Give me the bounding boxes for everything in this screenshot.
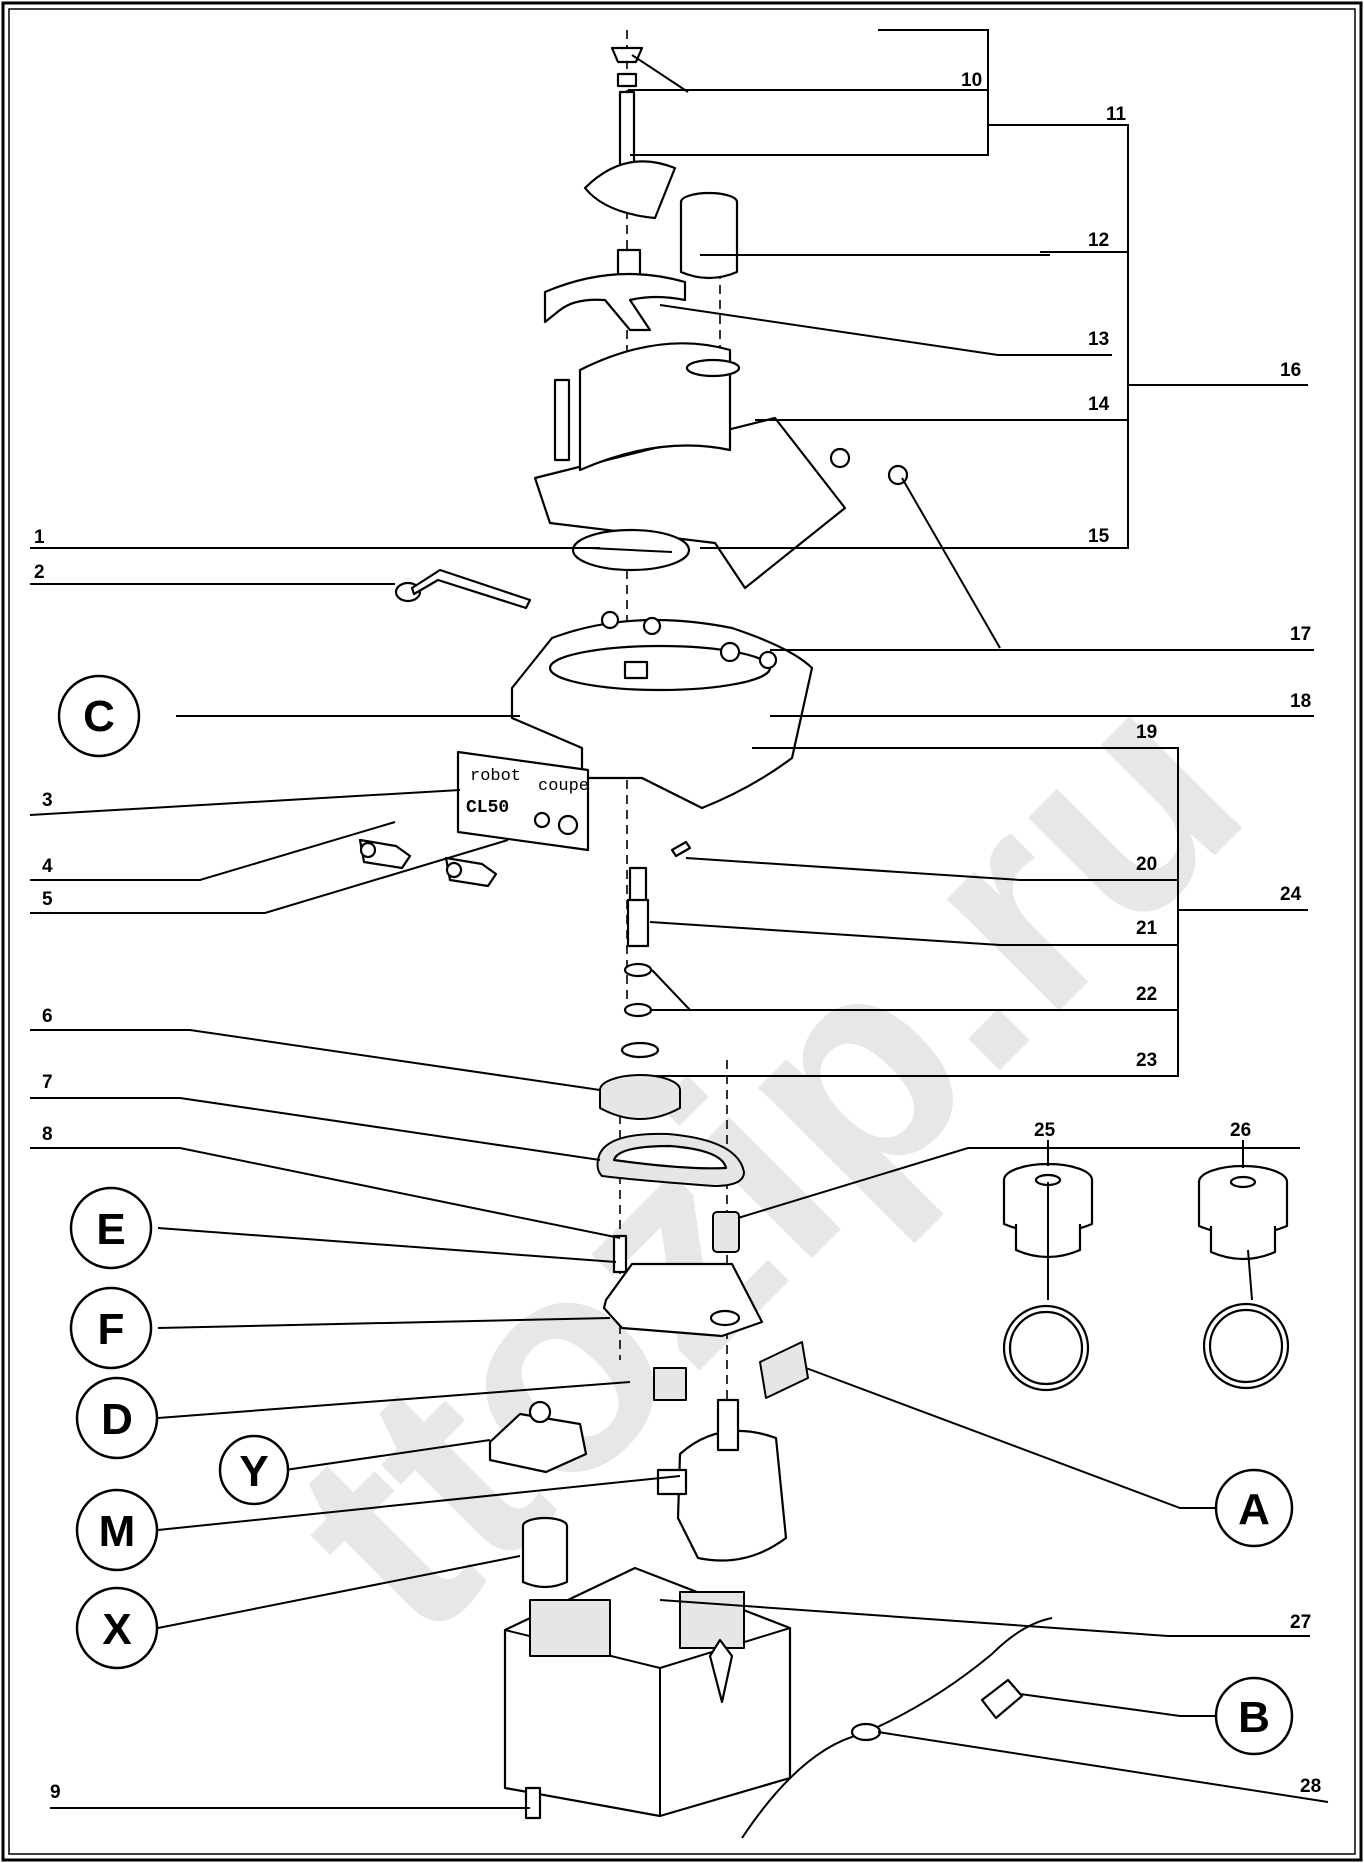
part-10-top-nut bbox=[610, 46, 644, 88]
part-20-21-drive-shaft bbox=[626, 840, 692, 948]
part-7-belt bbox=[596, 1132, 745, 1187]
leader-lines bbox=[29, 29, 1329, 1809]
part-25-pulley-detail bbox=[1002, 1162, 1094, 1392]
label-26: 26 bbox=[1230, 1120, 1251, 1141]
callout-C: C bbox=[57, 674, 141, 758]
part-2-locking-rod bbox=[394, 568, 532, 610]
callout-X-text: X bbox=[102, 1605, 131, 1654]
label-28: 28 bbox=[1300, 1776, 1321, 1797]
callout-X: X bbox=[75, 1586, 159, 1670]
circled-letter-labels: C E F D Y M X A bbox=[57, 674, 1294, 1756]
part-X-capacitor bbox=[521, 1516, 569, 1589]
part-26-pulley-detail bbox=[1197, 1164, 1290, 1390]
part-22-washer bbox=[623, 962, 653, 1018]
part-13-ejector bbox=[543, 248, 687, 332]
part-9-foot bbox=[524, 1786, 542, 1820]
label-15: 15 bbox=[1088, 526, 1110, 547]
part-Y-switch bbox=[488, 1400, 588, 1474]
callout-A: A bbox=[1214, 1468, 1294, 1548]
part-D-relay bbox=[653, 1367, 687, 1401]
label-11: 11 bbox=[1106, 104, 1127, 125]
callout-M: M bbox=[75, 1488, 159, 1572]
label-22: 22 bbox=[1136, 984, 1157, 1005]
callout-B: B bbox=[1214, 1676, 1294, 1756]
label-1: 1 bbox=[34, 527, 45, 548]
label-18: 18 bbox=[1290, 691, 1311, 712]
part-27-base-housing bbox=[503, 1566, 792, 1818]
label-13: 13 bbox=[1088, 329, 1109, 350]
callout-Y: Y bbox=[218, 1434, 290, 1506]
label-19: 19 bbox=[1136, 722, 1157, 743]
plate-text-coupe: coupe bbox=[538, 777, 589, 796]
part-25-pulley-small bbox=[712, 1211, 740, 1253]
label-12: 12 bbox=[1088, 230, 1109, 251]
callout-E: E bbox=[69, 1186, 153, 1270]
callout-F: F bbox=[69, 1286, 153, 1370]
label-21: 21 bbox=[1136, 918, 1158, 939]
label-24: 24 bbox=[1280, 884, 1302, 905]
part-1-cutting-disc bbox=[571, 528, 691, 572]
part-8-pin bbox=[612, 1234, 628, 1274]
part-3-name-plate: robot coupe CL50 bbox=[456, 750, 590, 852]
callout-Y-text: Y bbox=[239, 1447, 268, 1496]
label-27: 27 bbox=[1290, 1612, 1311, 1633]
callout-C-text: C bbox=[83, 692, 115, 741]
label-5: 5 bbox=[42, 889, 53, 910]
label-6: 6 bbox=[42, 1006, 53, 1027]
part-23-washer bbox=[620, 1041, 660, 1059]
part-4-switch bbox=[358, 838, 412, 870]
callout-B-text: B bbox=[1238, 1693, 1270, 1742]
label-9: 9 bbox=[50, 1782, 61, 1803]
label-4: 4 bbox=[42, 856, 53, 877]
label-20: 20 bbox=[1136, 854, 1157, 875]
label-25: 25 bbox=[1034, 1120, 1056, 1141]
part-A-circuit-board bbox=[759, 1341, 809, 1399]
label-3: 3 bbox=[42, 790, 53, 811]
part-B-plug bbox=[980, 1678, 1024, 1720]
label-8: 8 bbox=[42, 1124, 53, 1145]
label-17: 17 bbox=[1290, 624, 1311, 645]
part-number-labels: 10 11 12 13 16 14 15 1 2 17 18 19 3 4 20… bbox=[34, 70, 1321, 1803]
part-18-bowl bbox=[510, 618, 814, 810]
part-17-bolts bbox=[600, 610, 778, 670]
part-M-motor bbox=[656, 1398, 788, 1562]
callout-A-text: A bbox=[1238, 1485, 1270, 1534]
plate-text-model: CL50 bbox=[466, 798, 509, 818]
part-F-bracket bbox=[602, 1262, 764, 1338]
part-6-gear bbox=[599, 1074, 681, 1120]
part-5-switch bbox=[444, 856, 498, 888]
callout-M-text: M bbox=[99, 1507, 136, 1556]
callout-D-text: D bbox=[101, 1395, 133, 1444]
plate-text-robot: robot bbox=[470, 767, 521, 786]
part-11-shaft-disc bbox=[583, 90, 677, 220]
label-7: 7 bbox=[42, 1072, 53, 1093]
inner-frame bbox=[8, 8, 1356, 1855]
callout-F-text: F bbox=[98, 1305, 125, 1354]
label-23: 23 bbox=[1136, 1050, 1157, 1071]
callout-E-text: E bbox=[96, 1205, 125, 1254]
part-15-lid-screws bbox=[829, 447, 909, 486]
label-16: 16 bbox=[1280, 360, 1301, 381]
label-10: 10 bbox=[961, 70, 982, 91]
part-12-pusher bbox=[679, 191, 739, 280]
callout-D: D bbox=[75, 1376, 159, 1460]
label-14: 14 bbox=[1088, 394, 1110, 415]
label-2: 2 bbox=[34, 562, 45, 583]
part-14-lid bbox=[533, 342, 847, 590]
